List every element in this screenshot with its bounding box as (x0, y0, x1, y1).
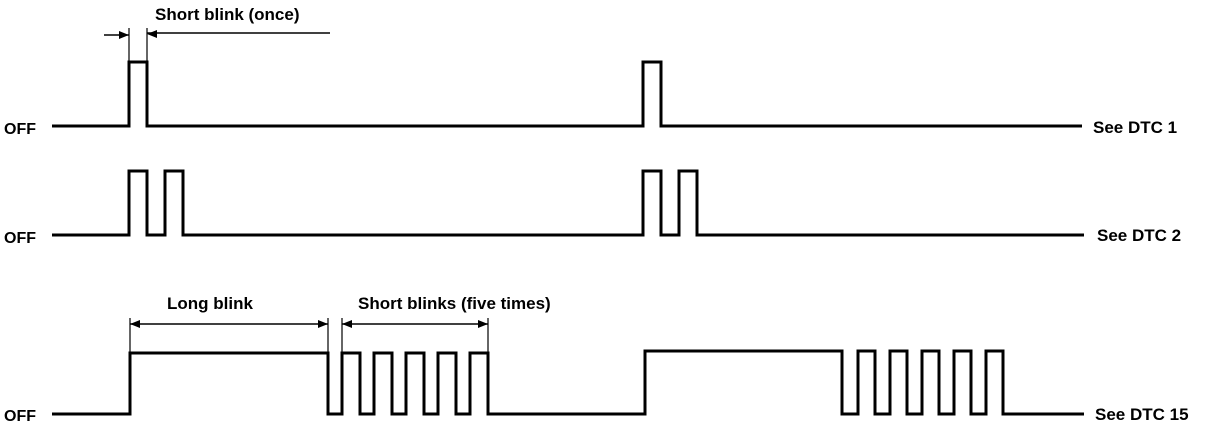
arrowhead (318, 320, 328, 328)
row-dtc-2: OFF See DTC 2 (4, 169, 1181, 247)
arrowhead (342, 320, 352, 328)
arrowhead (119, 31, 129, 39)
dtc-label: See DTC 1 (1093, 118, 1177, 137)
long-blink-dimension: Long blink (129, 294, 329, 353)
arrowhead (478, 320, 488, 328)
annotation-label: Short blinks (five times) (358, 294, 551, 313)
waveform (52, 349, 1084, 416)
annotation-label: Short blink (once) (155, 5, 300, 24)
off-label: OFF (4, 121, 36, 138)
row-dtc-15: OFF See DTC 15 Long blink Short blinks (… (4, 294, 1189, 425)
off-label: OFF (4, 230, 36, 247)
annotation-label: Long blink (167, 294, 253, 313)
waveform (52, 169, 1084, 237)
off-label: OFF (4, 408, 36, 425)
row-dtc-1: OFF See DTC 1 Short blink (once) (4, 5, 1177, 138)
arrowhead (147, 30, 157, 38)
short-blinks-five-dimension: Short blinks (five times) (341, 294, 551, 353)
dtc-label: See DTC 2 (1097, 226, 1181, 245)
dtc-label: See DTC 15 (1095, 405, 1189, 424)
short-blink-once-dimension: Short blink (once) (104, 5, 330, 62)
arrowhead (130, 320, 140, 328)
waveform (52, 60, 1082, 128)
